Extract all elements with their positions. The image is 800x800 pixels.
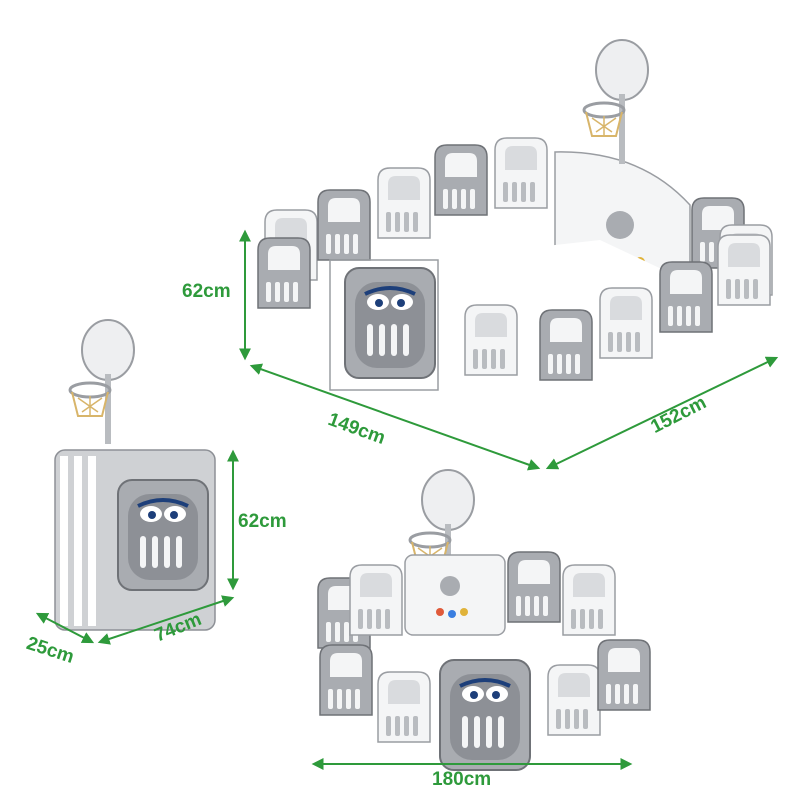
dimension-lines	[35, 229, 779, 770]
round-playpen	[317, 468, 651, 772]
round-diameter-label: 180cm	[432, 769, 492, 790]
folded-height-label: 62cm	[238, 511, 287, 532]
rectangular-playpen	[257, 38, 773, 391]
folded-playpen	[54, 318, 216, 631]
rect-height-label: 62cm	[182, 281, 231, 302]
